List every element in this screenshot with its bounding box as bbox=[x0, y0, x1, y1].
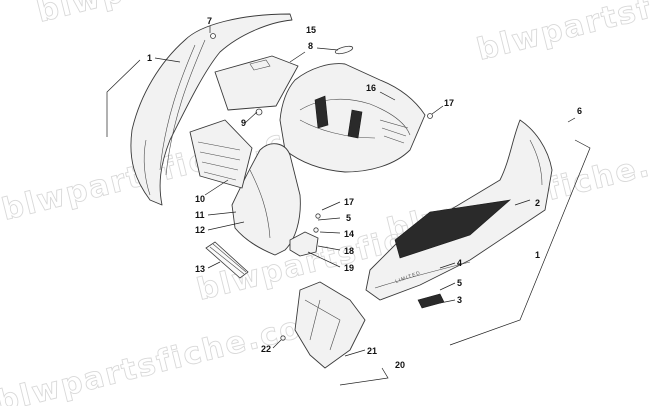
callout-22: 22 bbox=[261, 344, 271, 354]
callout-5b: 5 bbox=[457, 278, 462, 288]
callout-9: 9 bbox=[241, 118, 246, 128]
callout-21: 21 bbox=[367, 346, 377, 356]
callout-6: 6 bbox=[577, 106, 582, 116]
callout-14: 14 bbox=[344, 229, 354, 239]
leader-lines bbox=[106, 26, 591, 386]
callout-19: 19 bbox=[344, 263, 354, 273]
callout-7: 7 bbox=[207, 16, 212, 26]
callout-16: 16 bbox=[366, 83, 376, 93]
callout-15: 15 bbox=[306, 25, 316, 35]
callout-11: 11 bbox=[195, 210, 205, 220]
callout-5: 5 bbox=[346, 213, 351, 223]
callout-3: 3 bbox=[457, 295, 462, 305]
left-side-panel bbox=[130, 13, 293, 206]
callout-1: 1 bbox=[147, 53, 152, 63]
grille bbox=[189, 119, 253, 189]
watermark-text: blwpartsfiche.com bbox=[473, 0, 650, 68]
lower-panel bbox=[280, 281, 366, 369]
watermark-text: blwpartsfiche.com bbox=[0, 302, 338, 406]
callout-1b: 1 bbox=[535, 250, 540, 260]
callout-13: 13 bbox=[195, 264, 205, 274]
small-tab bbox=[334, 45, 354, 55]
callout-2: 2 bbox=[535, 198, 540, 208]
callout-10: 10 bbox=[195, 194, 205, 204]
callout-20: 20 bbox=[395, 360, 405, 370]
upper-panel bbox=[214, 55, 299, 116]
callout-18: 18 bbox=[344, 246, 354, 256]
callout-8: 8 bbox=[308, 41, 313, 51]
watermark-text: blwpartsfiche.com bbox=[33, 0, 377, 30]
callout-labels: 1 7 15 8 16 17 9 6 10 2 17 5 11 12 14 1 … bbox=[147, 16, 582, 370]
front-hood bbox=[231, 63, 433, 256]
callout-17: 17 bbox=[444, 98, 454, 108]
bracket bbox=[289, 213, 321, 257]
callout-12: 12 bbox=[195, 225, 205, 235]
callout-17b: 17 bbox=[344, 197, 354, 207]
callout-4: 4 bbox=[457, 258, 462, 268]
right-side-panel: LIMITED bbox=[365, 119, 553, 309]
